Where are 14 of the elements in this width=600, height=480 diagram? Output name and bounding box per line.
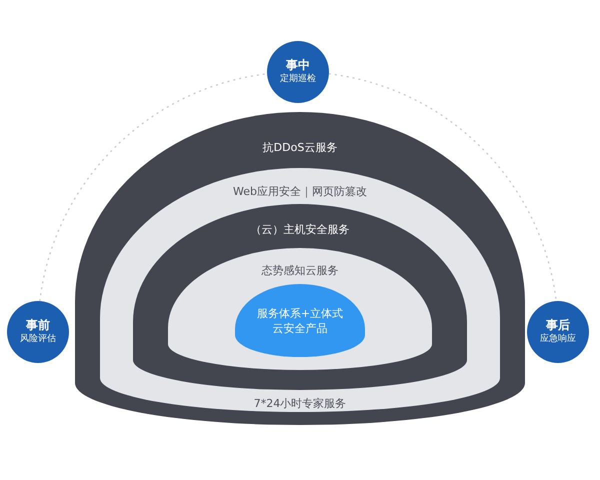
stage-subtitle: 定期巡检 <box>280 73 316 86</box>
stage-subtitle: 风险评估 <box>20 333 56 346</box>
stage-title: 事前 <box>26 318 50 333</box>
stage-subtitle: 应急响应 <box>540 333 576 346</box>
layer-label: （云）主机安全服务 <box>250 223 350 236</box>
layer-label: Web应用安全｜网页防篡改 <box>233 185 367 198</box>
connector-arc <box>39 73 268 302</box>
layer-label: 态势感知云服务 <box>262 264 338 277</box>
center-label: 服务体系+立体式云安全产品 <box>256 306 344 336</box>
layer-label: 抗DDoS云服务 <box>262 141 338 154</box>
layer-label: 7*24小时专家服务 <box>254 397 346 410</box>
connector-arc <box>328 73 557 302</box>
stage-title: 事后 <box>546 318 570 333</box>
stage-title: 事中 <box>286 58 310 73</box>
